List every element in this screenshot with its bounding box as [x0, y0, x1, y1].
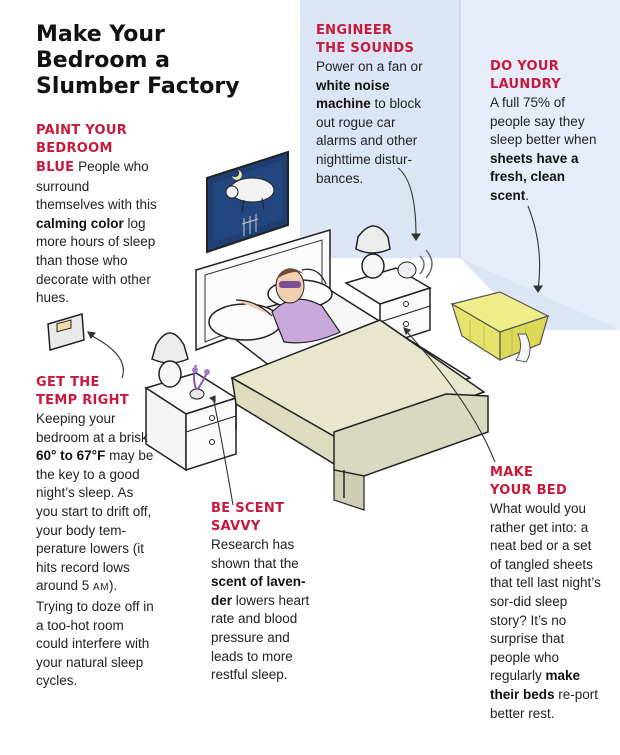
laundry-bold-1: sheets have a fresh, clean scent — [490, 150, 579, 203]
sleep-mask — [279, 281, 301, 288]
laundry-text-1: A full 75% of people say they sleep bett… — [490, 95, 597, 148]
paint-bold-1: calming color — [36, 215, 124, 231]
scent-bold-1: scent of laven-der — [211, 574, 306, 608]
temp-text-2: may be the key to a good night’s sleep. … — [36, 448, 154, 594]
laundry-section: DO YOUR LAUNDRY A full 75% of people say… — [490, 58, 602, 206]
sounds-text-1: Power on a fan or — [316, 59, 423, 74]
paint-heading-2: BEDROOM — [36, 141, 113, 156]
sounds-bold-1: white noise machine — [316, 77, 390, 112]
bed-text-1: What would you rather get into: a neat b… — [490, 501, 601, 684]
lamp-left — [151, 332, 189, 388]
paint-heading-3: BLUE — [36, 160, 75, 175]
scent-heading: BE SCENT SAVVY — [211, 501, 285, 534]
sleeping-woman — [235, 268, 341, 344]
temp-text-3: ). Trying to doze off in a too-hot room … — [36, 578, 154, 689]
temp-text-1: Keeping your bedroom at a brisk — [36, 411, 148, 445]
temp-section: GET THE TEMP RIGHT Keeping your bedroom … — [36, 374, 154, 691]
bed-heading: MAKE YOUR BED — [490, 465, 568, 498]
temp-am: AM — [93, 582, 110, 594]
laundry-basket — [450, 291, 550, 363]
scent-section: BE SCENT SAVVY Research has shown that t… — [211, 500, 323, 685]
temp-bold-1: 60° to 67°F — [36, 448, 106, 464]
lamp-right — [355, 225, 391, 279]
paint-text-2: log more hours of sleep than those who d… — [36, 215, 156, 306]
sounds-text-2: to block out rogue car alarms and other … — [316, 96, 422, 186]
temp-heading: GET THE TEMP RIGHT — [36, 375, 130, 408]
bed — [208, 279, 489, 511]
scent-text-1: Research has shown that the — [211, 537, 299, 571]
paint-heading-1: PAINT YOUR — [36, 123, 128, 138]
paint-text-1: People who surround themselves with this — [36, 159, 157, 213]
paint-section: PAINT YOUR BEDROOM BLUE People who surro… — [36, 122, 158, 308]
sounds-heading: ENGINEER THE SOUNDS — [316, 23, 415, 56]
nightstand-left — [144, 372, 238, 472]
laundry-text-2: . — [525, 187, 530, 203]
page-title: Make Your Bedroom a Slumber Factory — [36, 22, 240, 99]
bed-bold-1: make their beds — [490, 668, 581, 702]
framed-sheep-picture — [206, 150, 289, 254]
bed-text-2: re-port better rest. — [490, 686, 599, 721]
thermostat — [47, 313, 85, 351]
white-noise-machine — [397, 249, 433, 279]
laundry-heading: DO YOUR LAUNDRY — [490, 59, 561, 92]
bed-section: MAKE YOUR BED What would you rather get … — [490, 464, 602, 723]
sounds-section: ENGINEER THE SOUNDS Power on a fan or wh… — [316, 22, 438, 188]
scent-text-2: lowers heart rate and blood pressure and… — [211, 592, 310, 683]
lavender-vase — [189, 364, 210, 400]
